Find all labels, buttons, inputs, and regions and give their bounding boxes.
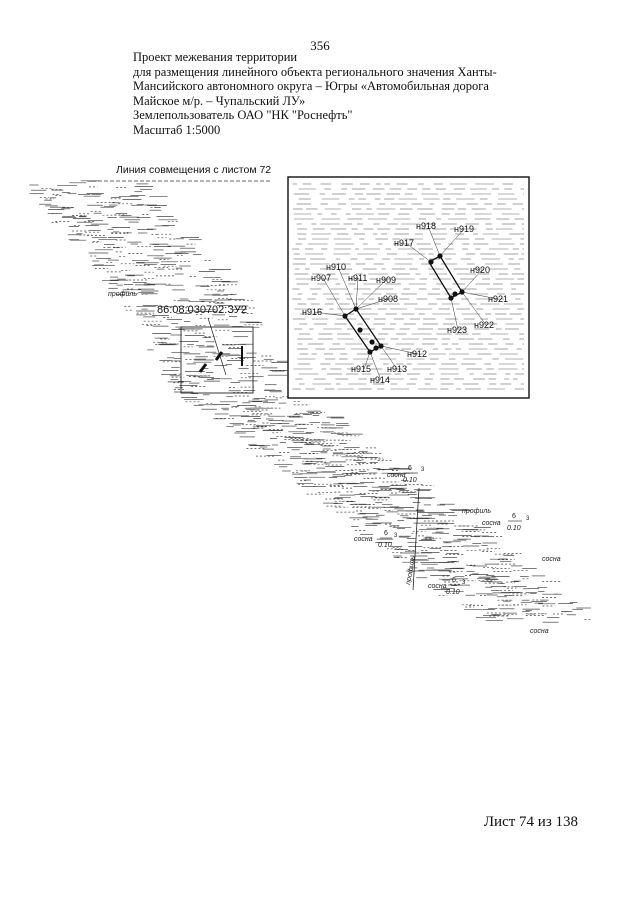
point-leader	[355, 279, 387, 310]
point-leader	[380, 345, 419, 355]
point-label-n911: н911	[348, 273, 367, 283]
forest-label-4: сосна	[428, 583, 447, 590]
point-leader	[427, 225, 441, 257]
forest-fraction-2-den: 0.10	[507, 525, 521, 532]
forest-label-6: сосна	[530, 628, 549, 635]
forest-fraction-4-num: 6	[452, 577, 456, 584]
point-leader	[405, 242, 432, 263]
point-leader	[450, 297, 459, 331]
parcel-leader	[207, 317, 227, 376]
boundary-vertex	[369, 339, 375, 345]
point-label-n923: н923	[447, 325, 467, 335]
point-label-n919: н919	[454, 224, 474, 234]
forest-fraction-4-den: 0.10	[446, 589, 460, 596]
point-leader	[355, 277, 359, 310]
inset-hatch	[292, 183, 524, 390]
title-line-3: Мансийского автономного округа – Югры «А…	[133, 79, 489, 93]
point-label-n913: н913	[387, 364, 407, 374]
forest-fraction-1-num: 6	[408, 465, 412, 472]
point-label-n908: н908	[378, 294, 398, 304]
point-label-n921: н921	[488, 294, 508, 304]
point-label-n915: н915	[351, 364, 371, 374]
boundary-vertex	[342, 313, 348, 319]
sheet-number: Лист 74 из 138	[483, 814, 578, 830]
point-leader	[461, 291, 499, 300]
forest-label-3: сосна	[354, 536, 373, 543]
point-label-n914: н914	[370, 375, 390, 385]
forest-fraction-1-sup: 3	[421, 467, 425, 473]
title-line-2: для размещения линейного объекта региона…	[133, 64, 497, 79]
forest-fraction-2-num: 6	[512, 513, 516, 520]
document-title: Проект межевания территории для размещен…	[133, 50, 533, 137]
point-label-n917: н917	[394, 238, 414, 248]
point-leader	[461, 269, 483, 293]
point-leader	[313, 311, 346, 317]
point-label-n912: н912	[407, 349, 427, 359]
point-leader	[461, 291, 487, 326]
boundary-vertex	[428, 259, 434, 265]
forest-fraction-4-sup: 3	[462, 580, 466, 586]
profile-label-3: профиль	[405, 555, 417, 585]
point-leader	[369, 351, 382, 381]
point-leader	[439, 228, 465, 257]
boundary-vertex	[437, 253, 443, 259]
point-label-n922: н922	[474, 320, 494, 330]
point-leader	[337, 266, 357, 310]
parcel-ribbon-1	[198, 363, 208, 373]
inset-frame	[287, 176, 530, 399]
point-label-n920: н920	[470, 265, 490, 275]
inset-leaders	[313, 225, 499, 381]
forest-label-5: сосна	[542, 556, 561, 563]
forest-fraction-3-sup: 3	[394, 533, 398, 539]
point-leader	[355, 298, 389, 310]
parcel-frame	[180, 326, 254, 394]
title-line-6: Масштаб 1:5000	[133, 122, 221, 137]
title-line-5: Землепользователь ОАО "НК "Роснефть"	[133, 108, 353, 122]
page-number: 356	[310, 38, 330, 53]
point-leader	[380, 345, 398, 370]
forest-fraction-3-num: 6	[384, 530, 388, 537]
point-label-n916: н916	[302, 307, 322, 317]
forest-label-1: сосна	[387, 472, 406, 479]
boundary-vertex	[459, 289, 465, 295]
inset-vertices	[342, 253, 465, 355]
parcel-id: 86:08:030702:ЗУ2	[157, 304, 247, 316]
forest-label-2: сосна	[482, 520, 501, 527]
boundary-vertex	[353, 306, 359, 312]
point-label-n910: н910	[326, 262, 346, 272]
boundary-vertex	[357, 327, 363, 333]
boundary-vertex	[452, 291, 458, 297]
forest-fraction-3-den: 0.10	[378, 542, 392, 549]
boundary-vertex	[448, 295, 454, 301]
title-line-1: Проект межевания территории	[133, 50, 298, 64]
point-label-n918: н918	[416, 221, 436, 231]
point-label-n907: н907	[311, 273, 331, 283]
boundary-vertex	[367, 349, 373, 355]
profile-label-2: профиль	[462, 508, 491, 515]
forest-fraction-2-sup: 3	[526, 516, 530, 522]
profile-line	[412, 487, 420, 591]
boundary-vertex	[378, 343, 384, 349]
profile-label-1: профиль	[108, 291, 137, 298]
match-line-label: Линия совмещения с листом 72	[116, 164, 271, 176]
parcel-ribbon-2	[214, 351, 224, 361]
point-leader	[322, 277, 346, 317]
title-line-4: Майское м/р. – Чупальский ЛУ»	[133, 93, 306, 108]
point-leader	[363, 351, 371, 370]
forest-fraction-1-den: 0.10	[403, 477, 417, 484]
point-label-n909: н909	[376, 275, 396, 285]
boundary-vertex	[373, 345, 379, 351]
